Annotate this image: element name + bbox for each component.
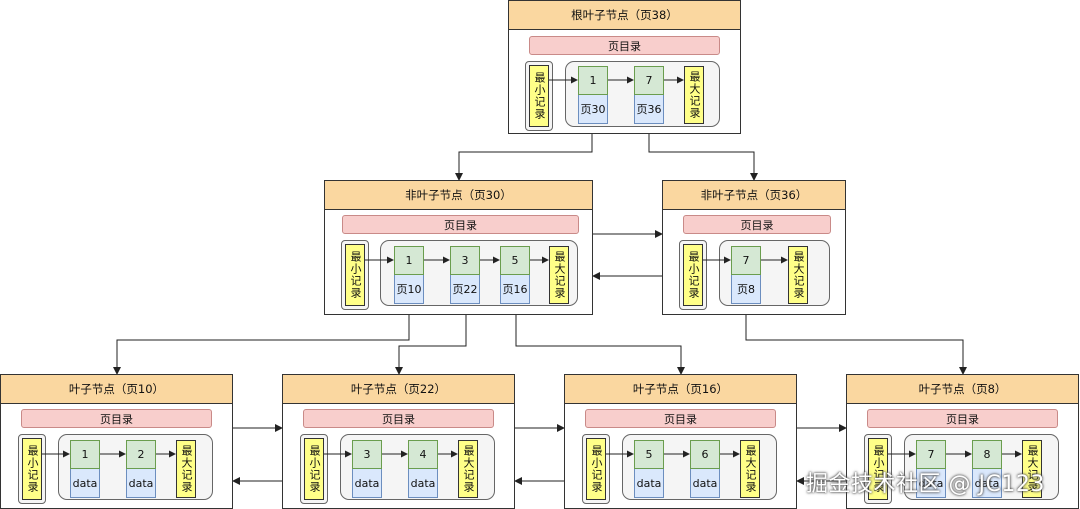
min-record: 最小记录 <box>586 438 606 500</box>
record-value: data <box>70 469 100 498</box>
max-record: 最大记录 <box>176 440 196 498</box>
record-value: data <box>690 469 720 498</box>
record-key: 6 <box>690 440 720 469</box>
page-header: 叶子节点（页22） <box>283 375 514 404</box>
page-directory: 页目录 <box>529 36 720 55</box>
min-record: 最小记录 <box>683 244 703 306</box>
page-header: 根叶子节点（页38） <box>509 1 740 30</box>
record-value: data <box>408 469 438 498</box>
pointer-root-to-page30 <box>455 128 593 181</box>
page-header: 非叶子节点（页30） <box>325 181 592 210</box>
page-header: 叶子节点（页10） <box>1 375 232 404</box>
max-record: 最大记录 <box>684 66 704 124</box>
record-value: data <box>916 469 946 498</box>
pointer-root-to-page36 <box>648 128 758 181</box>
record-key: 2 <box>126 440 156 469</box>
max-record: 最大记录 <box>1022 440 1042 498</box>
record-value: 页16 <box>500 275 530 304</box>
record-value: data <box>126 469 156 498</box>
page-directory: 页目录 <box>867 409 1058 428</box>
max-record: 最大记录 <box>549 246 569 304</box>
record-key: 3 <box>352 440 382 469</box>
pointer-page36-to-page8 <box>745 305 967 375</box>
record-key: 5 <box>634 440 664 469</box>
record-key: 1 <box>394 246 424 275</box>
min-record: 最小记录 <box>22 438 42 500</box>
record-key: 1 <box>578 66 608 95</box>
max-record: 最大记录 <box>788 246 808 304</box>
record-value: 页30 <box>578 95 608 124</box>
min-record: 最小记录 <box>304 438 324 500</box>
pointer-page30-to-page10 <box>113 305 410 375</box>
min-record: 最小记录 <box>345 244 365 306</box>
record-key: 4 <box>408 440 438 469</box>
page-header: 叶子节点（页8） <box>847 375 1078 404</box>
min-record: 最小记录 <box>529 65 549 127</box>
page-directory: 页目录 <box>21 409 212 428</box>
watermark: 掘金技术社区 @ JC123 <box>806 472 1045 497</box>
record-key: 3 <box>450 246 480 275</box>
record-key: 7 <box>916 440 946 469</box>
page-directory: 页目录 <box>585 409 776 428</box>
record-value: 页22 <box>450 275 480 304</box>
pointer-page30-to-page16 <box>515 305 685 375</box>
page-header: 非叶子节点（页36） <box>663 181 845 210</box>
record-key: 7 <box>731 246 761 275</box>
record-key: 7 <box>634 66 664 95</box>
page-directory: 页目录 <box>683 215 831 234</box>
pointer-page30-to-page22 <box>395 305 467 375</box>
record-key: 1 <box>70 440 100 469</box>
page-header: 叶子节点（页16） <box>565 375 796 404</box>
page-directory: 页目录 <box>303 409 494 428</box>
record-value: 页36 <box>634 95 664 124</box>
max-record: 最大记录 <box>740 440 760 498</box>
min-record: 最小记录 <box>868 438 888 500</box>
record-value: 页10 <box>394 275 424 304</box>
record-value: 页8 <box>731 275 761 304</box>
record-value: data <box>352 469 382 498</box>
record-value: data <box>634 469 664 498</box>
record-key: 5 <box>500 246 530 275</box>
record-value: data <box>972 469 1002 498</box>
record-key: 8 <box>972 440 1002 469</box>
page-directory: 页目录 <box>342 215 579 234</box>
max-record: 最大记录 <box>458 440 478 498</box>
